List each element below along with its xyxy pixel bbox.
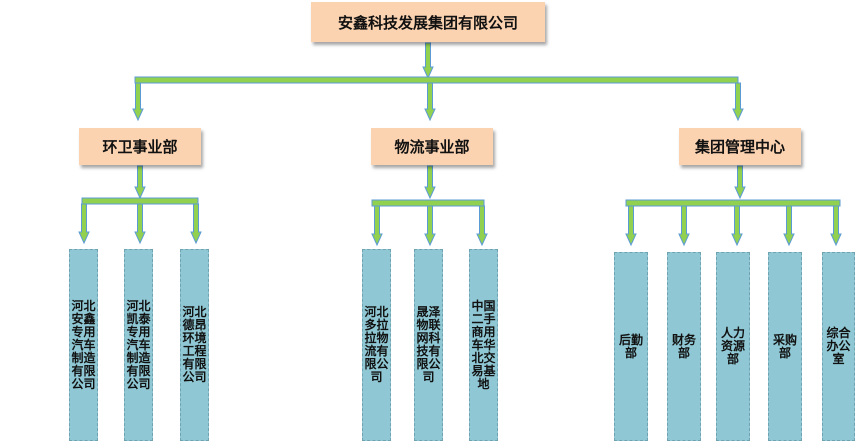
connector-arrow (134, 165, 146, 200)
connector-bar (371, 199, 485, 207)
connector-arrow (132, 82, 144, 122)
department-box: 后勤部 (614, 252, 648, 441)
subsidiary-label: 晟泽物联网科技有限公司 (416, 305, 441, 384)
connector-arrow (190, 203, 202, 245)
department-box: 综合办公室 (822, 252, 855, 441)
division-box-logistics: 物流事业部 (371, 128, 493, 165)
connector-arrow (678, 205, 690, 247)
connector-arrow (783, 205, 795, 247)
subsidiary-box: 河北德昂环境工程有限公司 (180, 249, 209, 441)
connector-bar (625, 199, 841, 207)
connector-arrow (424, 165, 436, 200)
department-box: 财务部 (667, 252, 701, 441)
connector-bar (134, 76, 739, 84)
subsidiary-box: 河北凯泰专用汽车制造有限公司 (124, 249, 153, 441)
subsidiary-box: 河北安鑫专用汽车制造有限公司 (69, 249, 98, 441)
connector-arrow (134, 203, 146, 245)
connector-arrow (830, 205, 842, 247)
connector-arrow (78, 203, 90, 245)
connector-arrow (476, 205, 488, 247)
connector-bar (81, 197, 199, 205)
department-label: 综合办公室 (826, 326, 851, 366)
department-label: 人力资源部 (720, 326, 745, 366)
division-box-management-center: 集团管理中心 (679, 128, 801, 165)
connector-arrow (734, 165, 746, 200)
connector-arrow (424, 205, 436, 247)
subsidiary-label: 河北安鑫专用汽车制造有限公司 (71, 298, 96, 391)
subsidiary-box: 中国二手商用车华北交易基地 (469, 249, 498, 441)
subsidiary-box: 晟泽物联网科技有限公司 (414, 249, 443, 441)
division-box-sanitation: 环卫事业部 (79, 128, 201, 165)
subsidiary-box: 河北多拉拉物流有限公司 (362, 249, 391, 441)
department-label: 财务部 (671, 332, 696, 360)
department-label: 采购部 (772, 332, 797, 360)
connector-arrow (371, 205, 383, 247)
subsidiary-label: 河北凯泰专用汽车制造有限公司 (126, 298, 151, 391)
department-box: 采购部 (768, 252, 802, 441)
connector-arrow (422, 42, 434, 80)
connector-arrow (424, 82, 436, 122)
connector-arrow (732, 82, 744, 122)
subsidiary-label: 中国二手商用车华北交易基地 (471, 298, 496, 391)
connector-arrow (625, 205, 637, 247)
subsidiary-label: 河北多拉拉物流有限公司 (364, 305, 389, 384)
department-label: 后勤部 (618, 332, 643, 360)
connector-arrow (731, 205, 743, 247)
department-box: 人力资源部 (716, 252, 750, 441)
subsidiary-label: 河北德昂环境工程有限公司 (182, 305, 207, 384)
root-company-box: 安鑫科技发展集团有限公司 (311, 2, 545, 42)
